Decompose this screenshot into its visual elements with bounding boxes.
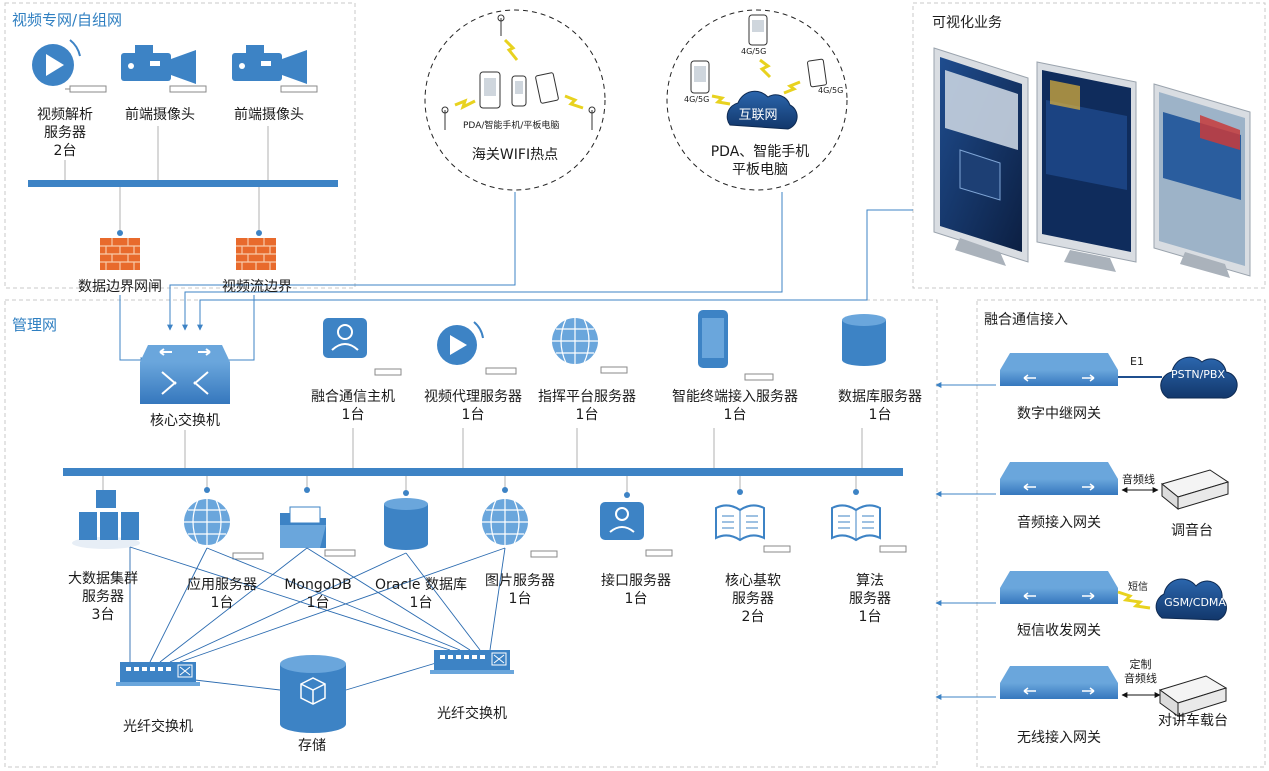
globe-icon — [552, 318, 628, 374]
region-title-video-net: 视频专网/自组网 — [12, 11, 123, 29]
visual-business-region — [912, 2, 1266, 289]
fiber-switch-label: 光纤交换机 — [437, 706, 507, 722]
video-analysis-label: 视频解析 服务器 2台 — [37, 107, 93, 159]
video-net-bus — [28, 180, 338, 187]
custom-audio-label: 定制音频线 — [1124, 658, 1157, 685]
monitor-icon — [1036, 61, 1137, 272]
globe-icon — [482, 499, 558, 558]
fiber-switch-icon — [430, 650, 514, 674]
firewall-icon — [100, 238, 140, 270]
interface-icon — [600, 502, 673, 557]
storage-label: 存储 — [298, 738, 326, 754]
region-title-management-net: 管理网 — [12, 316, 58, 334]
audio-line-label: 音频线 — [1122, 473, 1155, 486]
wifi-caption: 海关WIFI热点 — [471, 147, 559, 163]
monitor-icon — [1153, 83, 1251, 278]
video-analysis-icon — [32, 39, 107, 93]
region-title-visual-business: 可视化业务 — [932, 15, 1002, 31]
digital-trunk-gateway-label: 数字中继网关 — [1017, 406, 1101, 422]
radio-icon — [1158, 675, 1228, 717]
radio-label: 对讲车载台 — [1158, 713, 1228, 729]
g-label: 4G/5G — [741, 47, 767, 56]
camera-icon — [121, 45, 207, 93]
gateway-icon — [1000, 666, 1118, 699]
camera-icon — [232, 45, 318, 93]
folder-icon — [280, 506, 356, 557]
pstn-cloud-label: PSTN/PBX — [1171, 368, 1225, 381]
internet-cloud-icon — [726, 90, 798, 130]
fusion-access-region — [976, 299, 1266, 768]
wifi-hotspot-circle — [424, 9, 606, 191]
sms-gateway-label: 短信收发网关 — [1017, 623, 1101, 639]
cluster-icon — [72, 490, 140, 549]
storage-icon — [280, 655, 346, 733]
globe-icon — [184, 499, 264, 560]
firewall-label-video: 视频流边界 — [222, 279, 292, 295]
wireless-gateway-label: 无线接入网关 — [1017, 730, 1101, 746]
g-label: 4G/5G — [818, 86, 844, 95]
video-proxy-icon — [437, 321, 517, 375]
core-switch-label: 核心交换机 — [150, 413, 220, 429]
wifi-device-label: PDA/智能手机/平板电脑 — [463, 121, 560, 131]
internet-devices-icon — [690, 14, 827, 106]
internet-cloud-label: 互联网 — [738, 108, 778, 123]
database-icon — [384, 498, 428, 550]
audio-gateway-label: 音频接入网关 — [1017, 515, 1101, 531]
firewall-label-data: 数据边界网闸 — [78, 279, 162, 295]
fusion-comm-icon — [323, 318, 402, 376]
gateway-icon — [1000, 353, 1118, 386]
region-title-fusion-access: 融合通信接入 — [984, 312, 1068, 328]
book-icon — [831, 504, 907, 553]
gsm-cloud-icon — [1155, 578, 1227, 621]
database-icon — [842, 314, 886, 366]
fiber-switch-label: 光纤交换机 — [123, 719, 193, 735]
gsm-cloud-label: GSM/CDMA — [1164, 596, 1226, 609]
monitor-icon — [933, 47, 1029, 266]
fiber-switch-icon — [116, 662, 200, 686]
management-bus — [63, 468, 903, 476]
smartphone-icon — [698, 310, 774, 381]
sms-label: 短信 — [1128, 582, 1148, 593]
internet-caption: PDA、智能手机 平板电脑 — [710, 144, 810, 178]
video-net-region — [4, 2, 356, 289]
g-label: 4G/5G — [684, 95, 710, 104]
core-switch-icon — [140, 345, 230, 404]
camera-label: 前端摄像头 — [125, 107, 195, 123]
book-icon — [715, 504, 791, 553]
pstn-cloud-icon — [1160, 356, 1238, 399]
internet-circle — [666, 9, 848, 191]
wifi-devices-icon — [441, 14, 596, 130]
firewall-icon — [236, 238, 276, 270]
camera-label: 前端摄像头 — [234, 107, 304, 123]
gateway-icon — [1000, 462, 1118, 495]
gateway-icon — [1000, 571, 1118, 604]
mixer-icon — [1160, 469, 1230, 511]
mixer-label: 调音台 — [1171, 523, 1213, 539]
e1-label: E1 — [1130, 355, 1144, 368]
